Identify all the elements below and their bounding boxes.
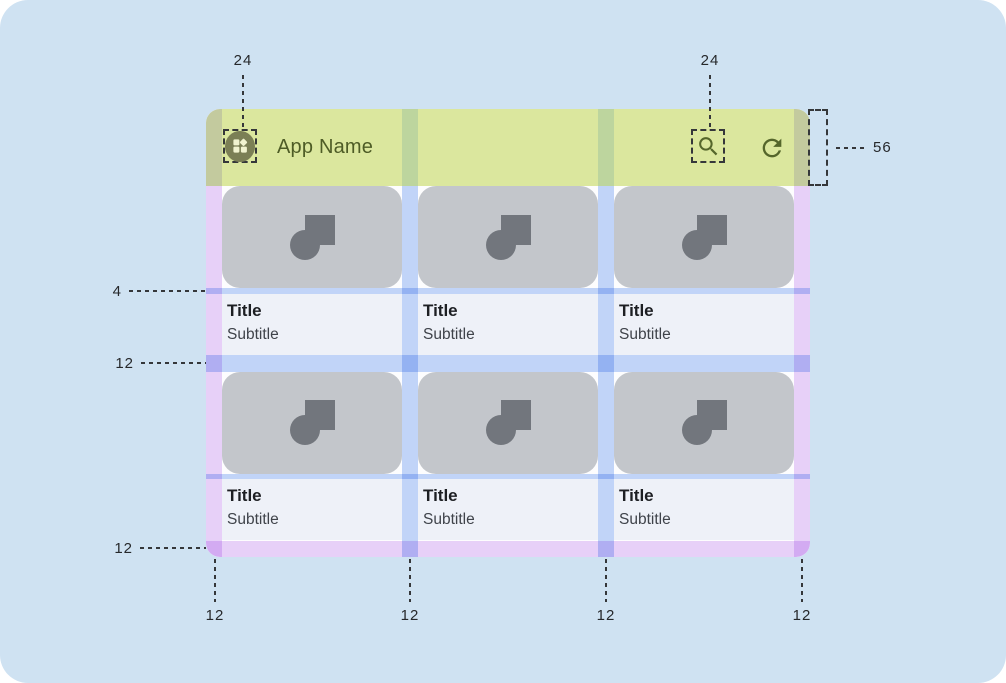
leading-icon-measure-box xyxy=(223,129,257,163)
card-title: Title xyxy=(619,300,654,320)
card-text[interactable]: Title Subtitle xyxy=(614,479,794,540)
measure-line xyxy=(141,362,206,364)
image-placeholder-icon xyxy=(681,214,727,260)
image-placeholder-icon xyxy=(485,214,531,260)
card-text[interactable]: Title Subtitle xyxy=(418,479,598,540)
card-image[interactable] xyxy=(418,186,598,288)
bottom-margin-overlay xyxy=(206,540,810,557)
image-placeholder-icon xyxy=(289,214,335,260)
card-subtitle: Subtitle xyxy=(423,511,475,528)
card-title: Title xyxy=(423,486,458,505)
card-title: Title xyxy=(619,486,654,505)
measure-line xyxy=(709,75,711,129)
measure-label-image-text-gap: 4 xyxy=(112,283,122,300)
measure-label-trailing-icon: 24 xyxy=(700,52,720,69)
app-mockup-panel: App Name xyxy=(206,109,810,557)
card-text[interactable]: Title Subtitle xyxy=(222,293,402,355)
top-app-bar: App Name xyxy=(206,109,810,186)
measure-label-column: 12 xyxy=(400,607,420,624)
card-title: Title xyxy=(227,300,262,320)
image-placeholder-icon xyxy=(681,400,727,445)
row-gutter-overlay xyxy=(206,355,810,372)
card-title: Title xyxy=(227,486,262,505)
image-placeholder-icon xyxy=(485,400,531,445)
card-text[interactable]: Title Subtitle xyxy=(222,479,402,540)
measure-line xyxy=(242,75,244,129)
card-subtitle: Subtitle xyxy=(423,325,475,343)
measure-line xyxy=(140,547,206,549)
card-title: Title xyxy=(423,300,458,320)
measure-line xyxy=(129,290,206,292)
refresh-icon[interactable] xyxy=(758,134,786,162)
measure-line xyxy=(605,559,607,602)
app-bar-height-bracket xyxy=(808,109,828,186)
card-image[interactable] xyxy=(418,371,598,474)
card-text[interactable]: Title Subtitle xyxy=(418,293,598,355)
measure-line xyxy=(836,147,867,149)
measure-line xyxy=(801,559,803,602)
measure-label-column: 12 xyxy=(205,607,225,624)
trailing-icon-measure-box xyxy=(691,129,725,163)
card-subtitle: Subtitle xyxy=(227,511,279,528)
app-grid-icon[interactable] xyxy=(225,130,255,162)
card-subtitle: Subtitle xyxy=(227,325,279,343)
measure-label-column: 12 xyxy=(596,607,616,624)
measure-line xyxy=(409,559,411,602)
card-image[interactable] xyxy=(222,186,402,288)
card-subtitle: Subtitle xyxy=(619,511,671,528)
measure-label-column: 12 xyxy=(792,607,812,624)
measure-line xyxy=(214,559,216,602)
measure-label-row-gutter: 12 xyxy=(115,355,134,372)
card-image[interactable] xyxy=(614,186,794,288)
measure-label-bottom-margin: 12 xyxy=(114,540,133,557)
search-icon[interactable] xyxy=(696,134,721,159)
card-image[interactable] xyxy=(614,371,794,474)
measure-label-app-bar-height: 56 xyxy=(873,139,892,156)
measure-label-leading-icon: 24 xyxy=(233,52,253,69)
card-image[interactable] xyxy=(222,371,402,474)
card-subtitle: Subtitle xyxy=(619,325,671,343)
app-title: App Name xyxy=(277,136,374,158)
card-text[interactable]: Title Subtitle xyxy=(614,293,794,355)
image-placeholder-icon xyxy=(289,400,335,445)
